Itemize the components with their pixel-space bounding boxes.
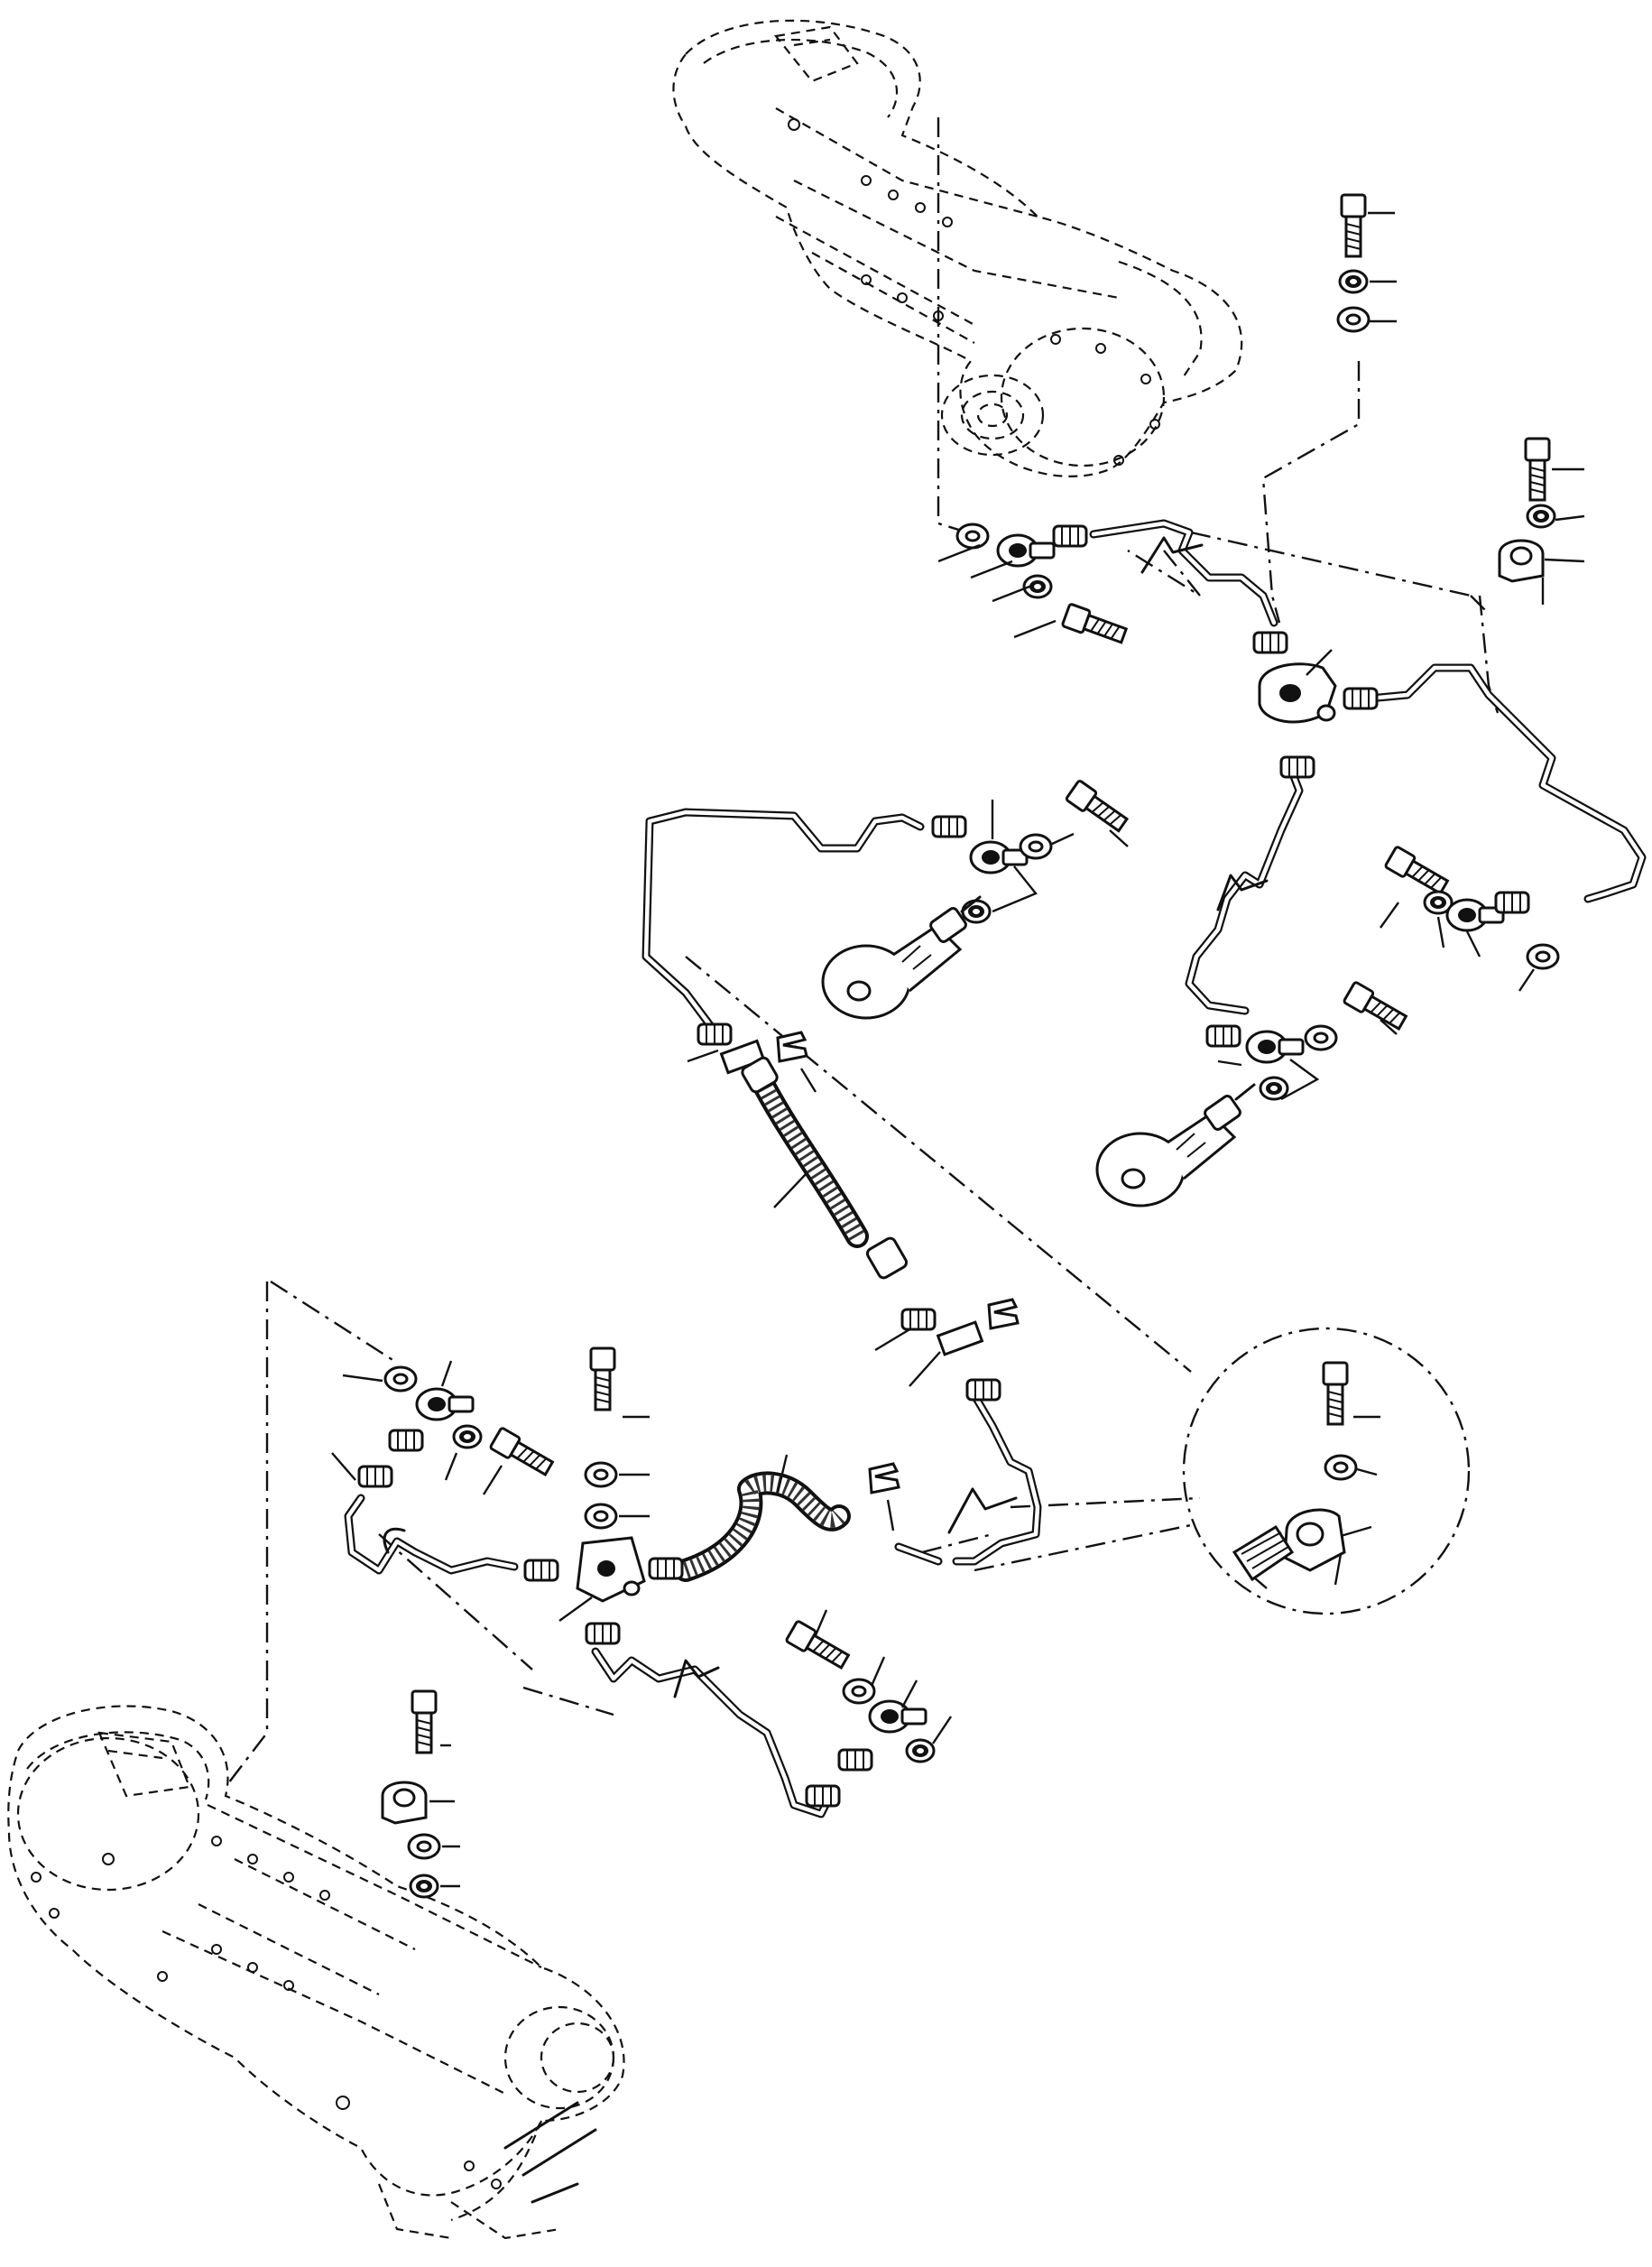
front-axle-housing [7, 1705, 625, 2240]
tube-bend-marks [383, 536, 1269, 1698]
loose-clips [776, 1454, 900, 1531]
brake-chamber-right [1095, 1083, 1256, 1208]
front-axle-clamp-stack [381, 1689, 460, 1899]
rear-axle-housing [672, 19, 1243, 477]
detail-circle-clamp [1182, 1327, 1471, 1615]
tee-block-upper [1252, 631, 1379, 779]
upper-banjo-assembly [937, 523, 1130, 649]
flexible-hose-center [746, 1062, 869, 1248]
reference-lines [225, 117, 1500, 1788]
upper-right-hardware [1336, 193, 1397, 333]
center-hose-fittings [687, 1022, 1020, 1402]
lower-center-hardware [584, 1346, 650, 1530]
brake-tube-lower-left [344, 1494, 835, 1818]
brake-tube-upper-right [1089, 519, 1647, 1015]
cross-block-lower [523, 1536, 684, 1645]
upper-center-banjo [931, 778, 1131, 924]
clamp-hardware-right [1498, 437, 1585, 605]
brake-chamber-upper [821, 895, 982, 1020]
flexible-hose-lower [674, 1471, 851, 1582]
brake-tube-center [641, 808, 1042, 1566]
right-banjo-assembly [1380, 845, 1560, 992]
lower-right-banjo [1205, 980, 1410, 1101]
lower-right-banjo-front [784, 1609, 952, 1808]
lower-left-banjo [331, 1360, 557, 1495]
